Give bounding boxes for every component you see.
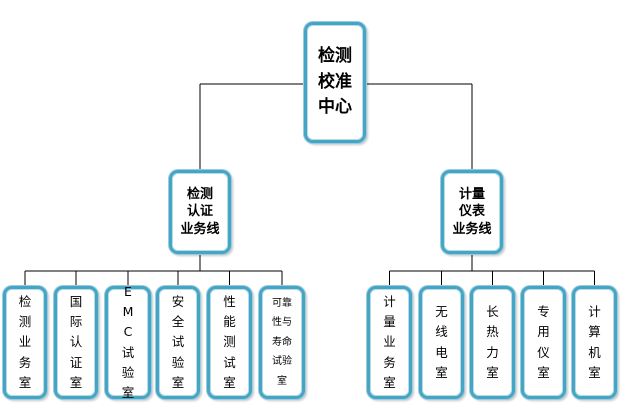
leaf-node: 可靠性与寿命试验室 <box>259 286 305 399</box>
leaf-node: 检测业务室 <box>3 286 47 399</box>
leaf-node: 安全试验室 <box>156 286 200 399</box>
root-label: 检测 校准 中心 <box>318 46 352 118</box>
leaf-label: 安全试验室 <box>171 293 185 390</box>
leaf-label: 长热力室 <box>486 304 499 380</box>
leaf-label: 可靠性与寿命试验室 <box>272 297 292 387</box>
branch-node-metrology-instruments: 计量 仪表 业务线 <box>441 170 503 254</box>
leaf-label: 计量业务室 <box>383 293 396 390</box>
branch-node-testing-certification: 检测 认证 业务线 <box>169 170 231 254</box>
leaf-node: EMC试验室 <box>105 284 151 400</box>
leaf-node: 长热力室 <box>470 286 515 399</box>
leaf-node: 计算机室 <box>572 286 617 399</box>
leaf-label: 专用仪室 <box>537 304 550 380</box>
leaf-node: 国际认证室 <box>54 286 98 399</box>
leaf-label: 国际认证室 <box>69 293 83 390</box>
root-node: 检测 校准 中心 <box>304 22 366 143</box>
branch-label: 计量 仪表 业务线 <box>452 186 492 237</box>
leaf-label: EMC试验室 <box>121 283 135 400</box>
leaf-label: 计算机室 <box>588 304 601 380</box>
leaf-node: 无线电室 <box>419 286 464 399</box>
leaf-node: 计量业务室 <box>367 286 412 399</box>
branch-label: 检测 认证 业务线 <box>180 186 220 237</box>
leaf-label: 性能测试室 <box>223 293 236 390</box>
leaf-label: 无线电室 <box>435 304 448 380</box>
leaf-node: 性能测试室 <box>207 286 252 399</box>
leaf-label: 检测业务室 <box>18 293 32 390</box>
leaf-node: 专用仪室 <box>521 286 566 399</box>
